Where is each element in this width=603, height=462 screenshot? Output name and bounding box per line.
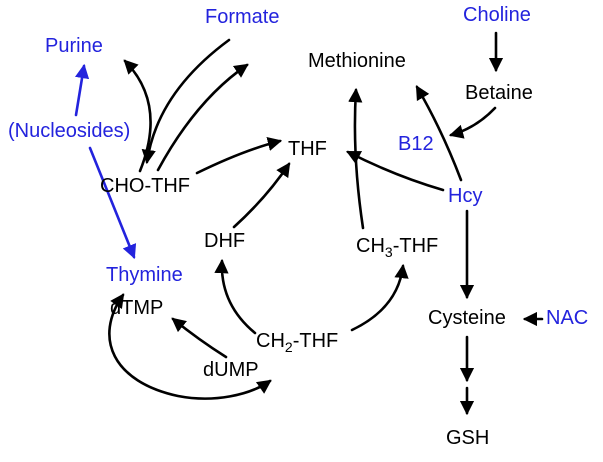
arrow-thymine-dump-salvage-cycle (108, 293, 272, 400)
node-hcy: Hcy (448, 185, 483, 207)
node-methionine: Methionine (308, 50, 406, 72)
ch3-thf-prefix: CH (356, 235, 385, 257)
ch2-thf-prefix: CH (256, 330, 285, 352)
arrow-dhf-to-thf (232, 162, 291, 229)
node-b12: B12 (398, 133, 434, 155)
arrow-ch2thf-to-dhf (214, 258, 257, 335)
arrow-nucleosides-to-thymine (88, 146, 137, 259)
node-formate: Formate (205, 6, 280, 28)
node-cho-thf: CHO-THF (100, 175, 190, 197)
node-dhf: DHF (204, 230, 246, 252)
arrow-formate-to-chothf (141, 38, 231, 165)
arrow-hcy-to-thf (346, 150, 445, 192)
node-nac: NAC (546, 307, 589, 329)
node-cysteine: Cysteine (428, 307, 506, 329)
ch3-thf-subscript: 3 (384, 244, 393, 260)
node-dtmp: dTMP (110, 297, 164, 319)
arrow-ch2thf-to-ch3thf (350, 263, 409, 332)
arrow-chothf-to-formate (156, 63, 249, 172)
node-thf: THF (288, 138, 327, 160)
node-dump: dUMP (203, 359, 259, 381)
arrow-hcy-to-methionine (415, 85, 463, 182)
arrow-chothf-to-thf (195, 137, 283, 175)
node-gsh: GSH (446, 427, 490, 449)
arrow-nucleosides-to-purine (74, 63, 90, 117)
arrow-betaine-remethylation (448, 106, 497, 139)
node-ch2-thf: CH2-THF (256, 330, 339, 355)
node-nucleosides: (Nucleosides) (8, 120, 131, 142)
node-ch3-thf: CH3-THF (356, 235, 439, 260)
ch2-thf-suffix: -THF (292, 330, 339, 352)
ch3-thf-suffix: -THF (392, 235, 439, 257)
node-purine: Purine (45, 35, 103, 57)
node-betaine: Betaine (465, 82, 533, 104)
ch2-thf-subscript: 2 (284, 339, 293, 355)
node-choline: Choline (463, 4, 531, 26)
arrow-chothf-to-purine (123, 59, 152, 173)
arrow-dump-to-dtmp (171, 317, 228, 359)
node-thymine: Thymine (106, 264, 183, 286)
